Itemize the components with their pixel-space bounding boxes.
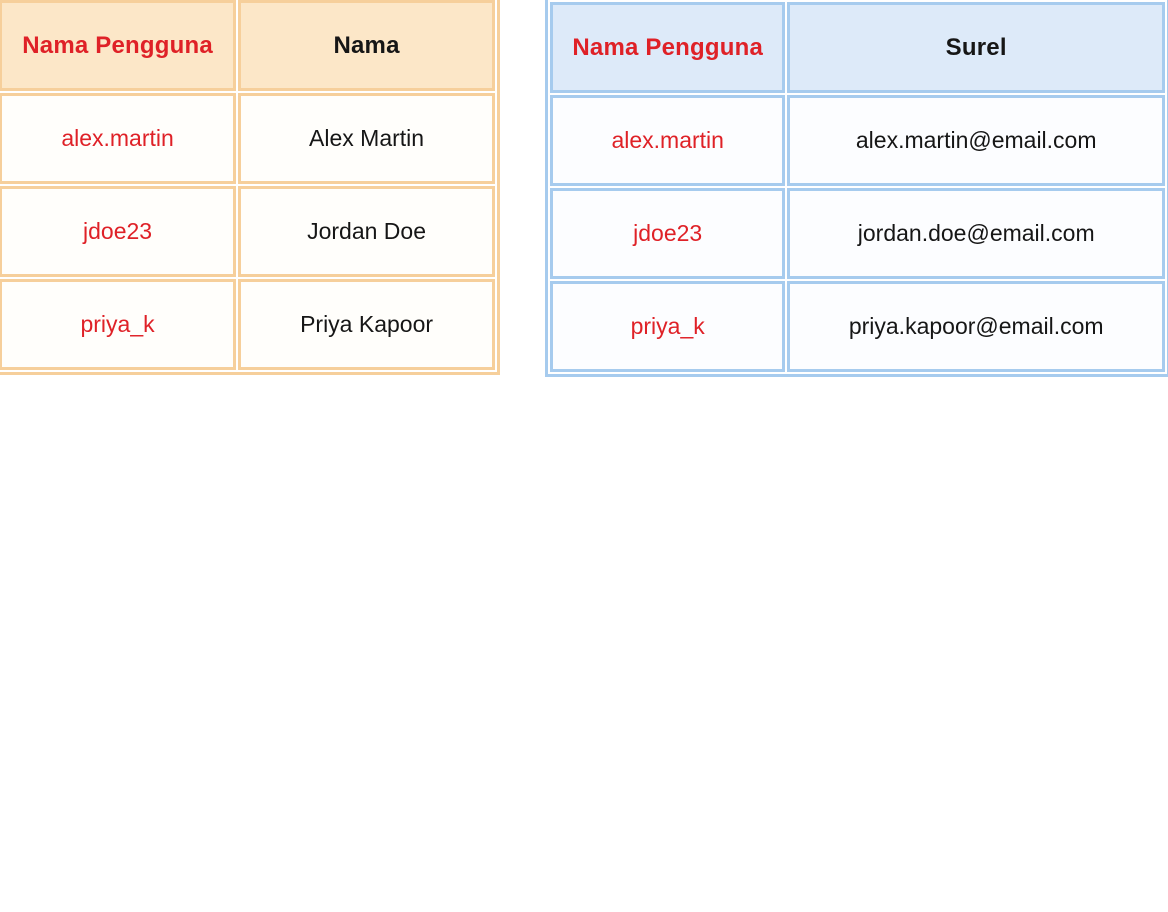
username-cell: alex.martin	[550, 95, 786, 186]
usernames-names-table: Nama Pengguna Nama alex.martin Alex Mart…	[0, 0, 497, 372]
header-row: Nama Pengguna Nama	[0, 0, 495, 91]
name-cell: Alex Martin	[238, 93, 495, 184]
name-cell: Priya Kapoor	[238, 279, 495, 370]
username-cell: priya_k	[0, 279, 237, 370]
column-header-name: Nama	[238, 0, 495, 91]
username-cell: alex.martin	[0, 93, 237, 184]
column-header-username: Nama Pengguna	[550, 2, 786, 93]
table-row: jdoe23 Jordan Doe	[0, 186, 495, 277]
email-cell: priya.kapoor@email.com	[787, 281, 1165, 372]
username-cell: jdoe23	[550, 188, 786, 279]
username-cell: jdoe23	[0, 186, 237, 277]
email-cell: jordan.doe@email.com	[787, 188, 1165, 279]
table-row: jdoe23 jordan.doe@email.com	[550, 188, 1165, 279]
column-header-email: Surel	[787, 2, 1165, 93]
table-row: alex.martin Alex Martin	[0, 93, 495, 184]
header-row: Nama Pengguna Surel	[550, 2, 1165, 93]
name-cell: Jordan Doe	[238, 186, 495, 277]
table-row: priya_k priya.kapoor@email.com	[550, 281, 1165, 372]
column-header-username: Nama Pengguna	[0, 0, 237, 91]
email-cell: alex.martin@email.com	[787, 95, 1165, 186]
username-cell: priya_k	[550, 281, 786, 372]
usernames-emails-table: Nama Pengguna Surel alex.martin alex.mar…	[548, 0, 1167, 374]
table-row: priya_k Priya Kapoor	[0, 279, 495, 370]
table-row: alex.martin alex.martin@email.com	[550, 95, 1165, 186]
